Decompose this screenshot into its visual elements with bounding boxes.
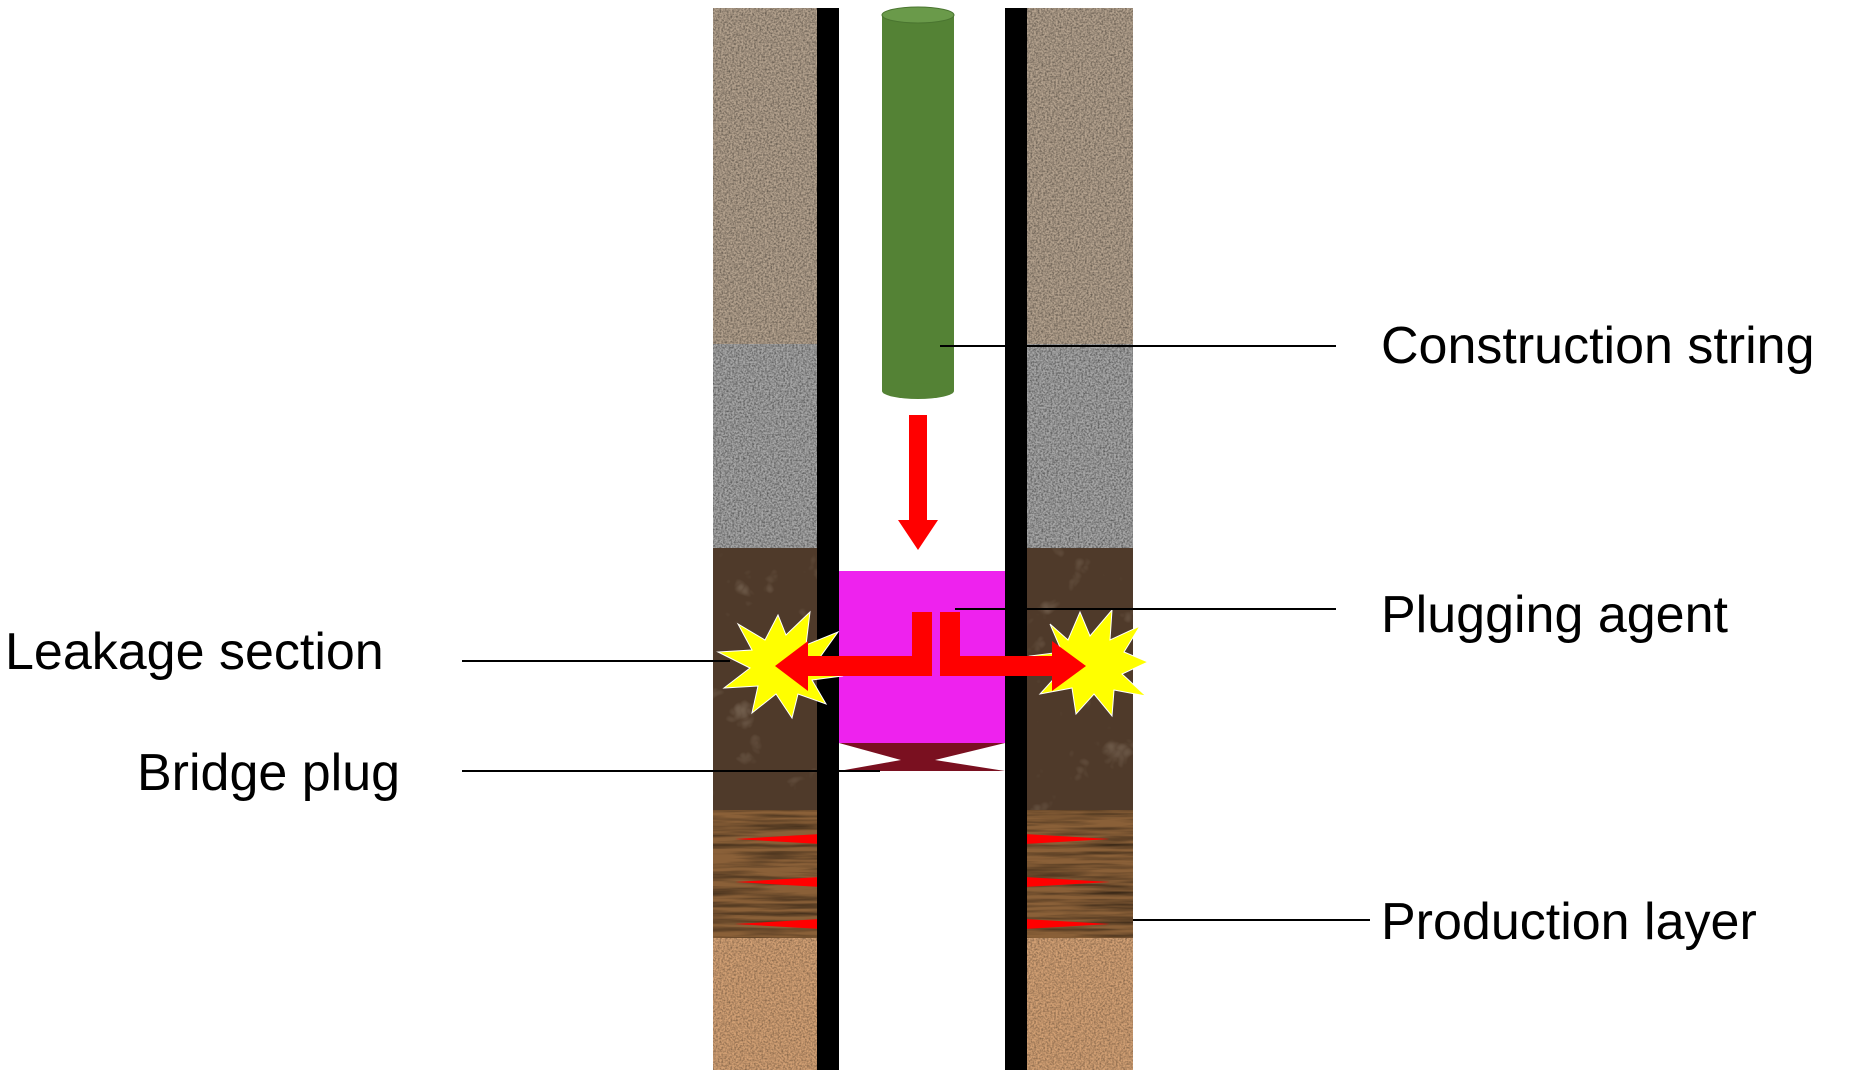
down-arrow-icon <box>898 415 938 550</box>
label-bridge-plug: Bridge plug <box>137 744 400 802</box>
layer-1-right-texture <box>1027 8 1133 344</box>
layer-2-right-texture <box>1027 344 1133 548</box>
string-body <box>882 15 954 391</box>
perforation-right-2 <box>1008 876 1110 888</box>
formation-right <box>1027 8 1133 1070</box>
bridge-plug-shape <box>839 743 1005 771</box>
layer-4-left-texture <box>713 810 817 938</box>
leader-lines <box>462 345 1370 921</box>
perforation-left-2 <box>735 876 838 888</box>
perforation-left-3 <box>735 918 838 930</box>
layer-1-left-texture <box>713 8 817 344</box>
layer-5-right-texture <box>1027 938 1133 1070</box>
label-leakage-section: Leakage section <box>5 623 384 681</box>
perforation-left-1 <box>735 833 838 845</box>
string-top <box>881 6 955 24</box>
construction-string <box>881 6 955 399</box>
label-production-layer: Production layer <box>1381 893 1757 951</box>
leak-arrow-right-icon <box>940 612 1086 691</box>
layer-2-left-texture <box>713 344 817 548</box>
leak-arrow-left-icon <box>775 612 932 691</box>
formation-left <box>713 8 817 1070</box>
label-construction-string: Construction string <box>1381 317 1815 375</box>
perforation-right-3 <box>1008 918 1110 930</box>
perforations <box>735 833 1110 930</box>
string-bottom <box>882 383 954 399</box>
layer-5-left-texture <box>713 938 817 1070</box>
perforation-right-1 <box>1008 833 1110 845</box>
label-plugging-agent: Plugging agent <box>1381 586 1729 644</box>
casing-right <box>1005 8 1027 1070</box>
layer-4-right-texture <box>1027 810 1133 938</box>
labels: Construction string Plugging agent Leaka… <box>5 317 1815 951</box>
casing-left <box>817 8 839 1070</box>
